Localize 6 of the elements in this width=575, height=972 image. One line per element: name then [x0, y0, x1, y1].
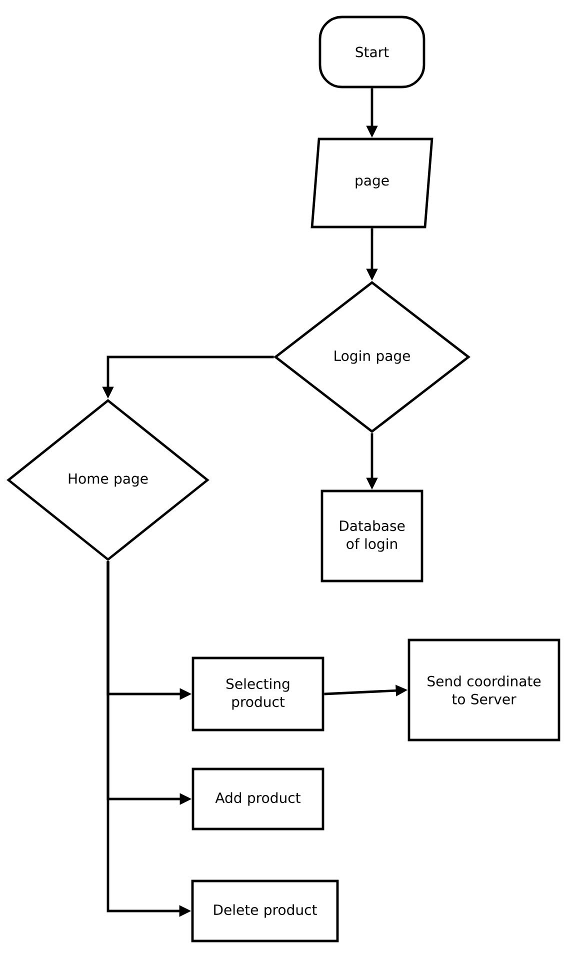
process-box: Add product: [192, 768, 324, 830]
input-parallelogram: page: [310, 138, 434, 228]
process-box: Selecting product: [192, 656, 324, 732]
process-box: Delete product: [191, 880, 339, 942]
process-box: Database of login: [320, 490, 424, 582]
process-box: Send coordinate to Server: [408, 638, 560, 742]
